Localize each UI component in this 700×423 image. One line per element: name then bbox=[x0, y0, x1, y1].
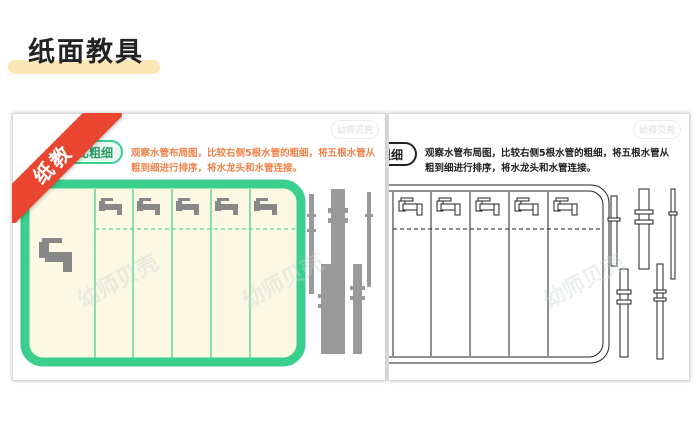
pipe-icon bbox=[309, 194, 314, 294]
pipe-layout-frame-outer bbox=[389, 184, 610, 364]
instruction-line: 观察水管布局图，比较右侧5根水管的粗细，将五根水管从 bbox=[131, 148, 376, 159]
worksheet-color[interactable]: 比粗细 观察水管布局图，比较右侧5根水管的粗细，将五根水管从 粗到细进行排序，将… bbox=[12, 113, 386, 381]
faucet-icon bbox=[254, 198, 277, 215]
column-dividers bbox=[392, 192, 549, 356]
pipe-icon bbox=[656, 263, 664, 360]
ribbon-corner: 纸教 bbox=[12, 113, 122, 223]
pipe-set bbox=[307, 189, 373, 354]
page-title: 纸面教具 bbox=[28, 37, 144, 68]
pipe-diagram-bw bbox=[389, 184, 678, 364]
pipe-icon bbox=[321, 264, 331, 354]
faucet-icon bbox=[436, 197, 461, 216]
column-dividers bbox=[94, 189, 251, 358]
faucet-icon bbox=[99, 198, 122, 215]
faucet-icon bbox=[514, 197, 539, 216]
faucet-icon bbox=[215, 198, 238, 215]
page-title-block: 纸面教具 bbox=[8, 30, 168, 76]
pipe-diagram-color bbox=[20, 179, 373, 367]
brand-logo: 幼师贝壳 bbox=[331, 120, 380, 139]
large-faucet-icon bbox=[39, 238, 72, 272]
pipe-icon bbox=[367, 192, 371, 287]
faucet-icon bbox=[553, 197, 578, 216]
faucet-icon bbox=[176, 198, 199, 215]
worksheet-title-pill: 粗细 bbox=[389, 142, 417, 166]
instruction-line: 粗到细进行排序，将水龙头和水管连接。 bbox=[131, 163, 303, 174]
title-highlight bbox=[8, 60, 160, 74]
faucet-icon bbox=[137, 198, 160, 215]
worksheet-bw[interactable]: 粗细 观察水管布局图，比较右侧5根水管的粗细，将五根水管从 粗到细进行排序，将水… bbox=[388, 113, 690, 381]
worksheet-instructions: 观察水管布局图，比较右侧5根水管的粗细，将五根水管从 粗到细进行排序，将水龙头和… bbox=[131, 146, 375, 176]
pipe-icon bbox=[331, 189, 345, 354]
faucet-icon bbox=[398, 197, 423, 216]
pipe-icon bbox=[619, 268, 629, 358]
faucet-icon bbox=[475, 197, 500, 216]
instruction-line: 观察水管布局图，比较右侧5根水管的粗细，将五根水管从 bbox=[425, 148, 670, 159]
pipe-icon bbox=[670, 188, 676, 280]
pipe-set bbox=[607, 188, 678, 360]
worksheet-title: 粗细 bbox=[389, 148, 404, 162]
pipe-icon bbox=[610, 195, 618, 267]
pipe-icon bbox=[638, 188, 650, 270]
brand-logo: 幼师贝壳 bbox=[633, 120, 682, 139]
corner-ribbon-label: 纸教 bbox=[12, 113, 122, 223]
worksheet-instructions: 观察水管布局图，比较右侧5根水管的粗细，将五根水管从 粗到细进行排序，将水龙头和… bbox=[425, 146, 669, 176]
pipe-icon bbox=[353, 264, 362, 354]
pipe-layout-frame-inner bbox=[389, 190, 604, 358]
instruction-line: 粗到细进行排序，将水龙头和水管连接。 bbox=[425, 163, 597, 174]
